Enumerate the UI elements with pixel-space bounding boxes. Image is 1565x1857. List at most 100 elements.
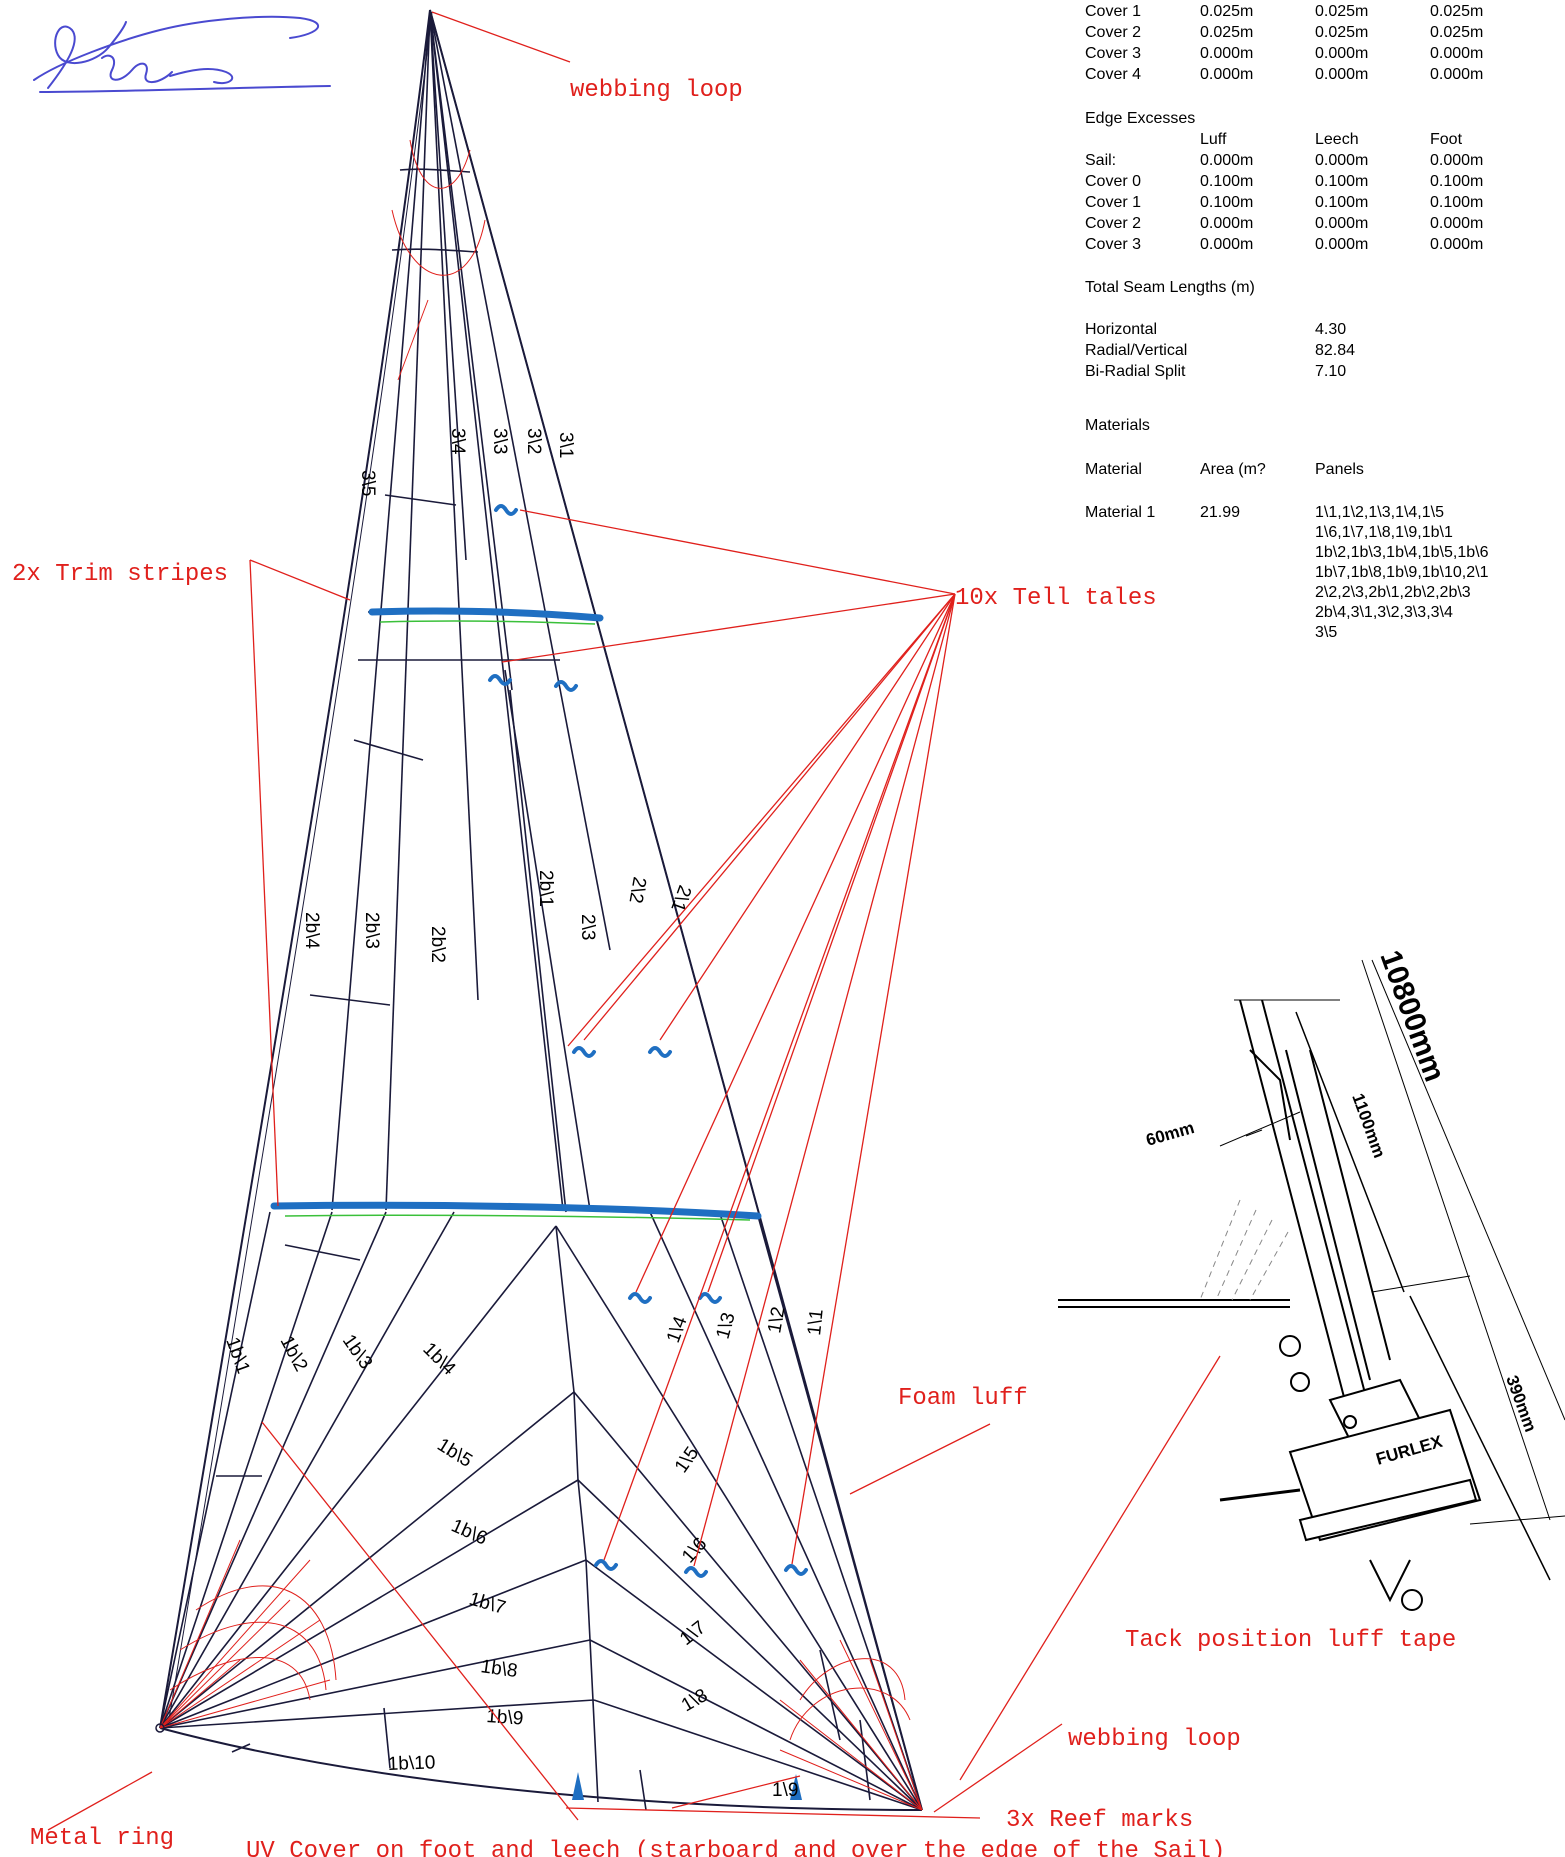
- trim-stripes: [270, 607, 762, 1220]
- panel-label: 1b\10: [387, 1752, 435, 1775]
- panel-label: 1b\4: [418, 1339, 459, 1380]
- cover-row-value: 0.025m: [1200, 24, 1253, 41]
- material-area: 21.99: [1200, 504, 1240, 521]
- leader-lines: [47, 11, 1221, 1831]
- panel-label: 2b\2: [427, 926, 448, 963]
- tell-tale-icon: [684, 1566, 708, 1578]
- panel-list-line: 3\5: [1315, 624, 1337, 641]
- dimension-width-label: 60mm: [1144, 1118, 1196, 1150]
- dimension-lower-label: 390mm: [1502, 1373, 1540, 1435]
- panel-label: 2\2: [624, 875, 649, 905]
- edge-row-value: 0.000m: [1430, 236, 1483, 253]
- panel-list-line: 1b\7,1b\8,1b\9,1b\10,2\1: [1315, 564, 1489, 581]
- sail-leech: [159, 9, 431, 1729]
- edge-row-label: Cover 2: [1085, 215, 1141, 232]
- tell-tales-label: 10x Tell tales: [955, 585, 1157, 612]
- cover-row-value: 0.025m: [1315, 3, 1368, 20]
- reef-mark-icon: [790, 1774, 802, 1800]
- panel-label: 2b\4: [301, 912, 322, 949]
- cover-row-value: 0.000m: [1315, 45, 1368, 62]
- material-name: Material 1: [1085, 504, 1155, 521]
- materials-title: Materials: [1085, 417, 1150, 434]
- panel-label: 2b\3: [361, 912, 382, 949]
- cover-row-label: Cover 2: [1085, 24, 1141, 41]
- metal-ring-label: Metal ring: [30, 1825, 174, 1852]
- cover-row-value: 0.025m: [1200, 3, 1253, 20]
- edge-row-value: 0.000m: [1315, 236, 1368, 253]
- cover-row-value: 0.025m: [1315, 24, 1368, 41]
- annotations: webbing loop 2x Trim stripes 10x Tell ta…: [12, 77, 1456, 1857]
- edge-row-value: 0.000m: [1200, 236, 1253, 253]
- webbing-loop-top-label: webbing loop: [570, 77, 743, 104]
- edge-header: Leech: [1315, 131, 1359, 148]
- panel-label: 3\4: [447, 428, 468, 455]
- cover-row-value: 0.025m: [1430, 24, 1483, 41]
- seam-row-value: 7.10: [1315, 363, 1346, 380]
- panel-label: 1b\1: [221, 1335, 253, 1377]
- spec-table: Cover 1 0.025m 0.025m 0.025m Cover 2 0.0…: [1085, 3, 1489, 641]
- edge-row-value: 0.000m: [1200, 152, 1253, 169]
- panel-label: 1b\3: [338, 1331, 376, 1373]
- cover-row-label: Cover 1: [1085, 3, 1141, 20]
- reef-mark-icon: [572, 1772, 584, 1800]
- panel-label: 2\3: [577, 914, 598, 940]
- tell-tale-icon: [648, 1046, 672, 1058]
- cover-row-value: 0.000m: [1430, 66, 1483, 83]
- trim-stripe-lower: [270, 1201, 762, 1220]
- tell-tale-icon: [698, 1292, 722, 1304]
- dimension-total-label: 10800mm: [1373, 946, 1451, 1086]
- edge-row-value: 0.000m: [1430, 152, 1483, 169]
- dimension-upper-label: 1100mm: [1348, 1091, 1389, 1161]
- panel-label: 1\8: [678, 1685, 711, 1716]
- foam-luff-label: Foam luff: [898, 1385, 1028, 1412]
- furler-drawing: FURLEX 10800mm 60mm 1100mm 390mm: [1058, 946, 1565, 1611]
- cover-row-label: Cover 4: [1085, 66, 1141, 83]
- cover-rows: Cover 1 0.025m 0.025m 0.025m Cover 2 0.0…: [1085, 3, 1483, 83]
- edge-rows: Sail: 0.000m 0.000m 0.000m Cover 0 0.100…: [1085, 152, 1483, 253]
- panel-label: 2b\1: [535, 870, 556, 907]
- material-panels: 1\1,1\2,1\3,1\4,1\5 1\6,1\7,1\8,1\9,1b\1…: [1315, 504, 1489, 641]
- panel-labels: 3\5 3\4 3\3 3\2 3\1 2b\4 2b\3 2b\2 2b\1 …: [221, 428, 827, 1801]
- panel-label: 1b\8: [479, 1656, 519, 1682]
- edge-row-label: Cover 1: [1085, 194, 1141, 211]
- tell-tale-icon: [628, 1292, 652, 1304]
- edge-row-label: Sail:: [1085, 152, 1116, 169]
- sail-leech-inner: [167, 11, 433, 1726]
- reef-marks: [572, 1772, 802, 1800]
- seam-row-label: Horizontal: [1085, 321, 1157, 338]
- edge-header: Luff: [1200, 131, 1227, 148]
- edge-row-value: 0.100m: [1430, 194, 1483, 211]
- cover-row-value: 0.000m: [1200, 45, 1253, 62]
- panel-label: 1\7: [676, 1617, 710, 1650]
- materials-header: Panels: [1315, 461, 1364, 478]
- tell-tale-icon: [494, 504, 518, 516]
- edge-row-value: 0.100m: [1200, 173, 1253, 190]
- corner-patches: [159, 139, 923, 1811]
- metal-ring-icon: [155, 1723, 165, 1733]
- materials-header: Area (m?: [1200, 461, 1266, 478]
- seam-row-label: Radial/Vertical: [1085, 342, 1187, 359]
- panel-label: 1\2: [764, 1305, 789, 1335]
- panel-label: 3\5: [357, 470, 378, 496]
- sail-foot: [159, 1727, 923, 1811]
- seam-rows: Horizontal 4.30 Radial/Vertical 82.84 Bi…: [1085, 321, 1355, 380]
- signature: [33, 15, 331, 93]
- edge-row-value: 0.100m: [1315, 173, 1368, 190]
- panel-list-line: 1\6,1\7,1\8,1\9,1b\1: [1315, 524, 1453, 541]
- edge-row-value: 0.000m: [1315, 215, 1368, 232]
- edge-row-value: 0.000m: [1430, 215, 1483, 232]
- edge-row-value: 0.000m: [1315, 152, 1368, 169]
- panel-list-line: 1b\2,1b\3,1b\4,1b\5,1b\6: [1315, 544, 1489, 561]
- seam-lengths-title: Total Seam Lengths (m): [1085, 279, 1255, 296]
- tell-tale-icon: [784, 1564, 808, 1576]
- panel-label: 1\1: [804, 1308, 828, 1336]
- panel-list-line: 1\1,1\2,1\3,1\4,1\5: [1315, 504, 1444, 521]
- panel-label: 3\1: [555, 432, 576, 458]
- panel-label: 1b\9: [486, 1706, 524, 1730]
- cover-row-value: 0.000m: [1200, 66, 1253, 83]
- edge-row-value: 0.000m: [1200, 215, 1253, 232]
- panel-list-line: 2\2,2\3,2b\1,2b\2,2b\3: [1315, 584, 1471, 601]
- tack-position-label: Tack position luff tape: [1125, 1627, 1456, 1654]
- trim-stripe-upper: [368, 607, 604, 622]
